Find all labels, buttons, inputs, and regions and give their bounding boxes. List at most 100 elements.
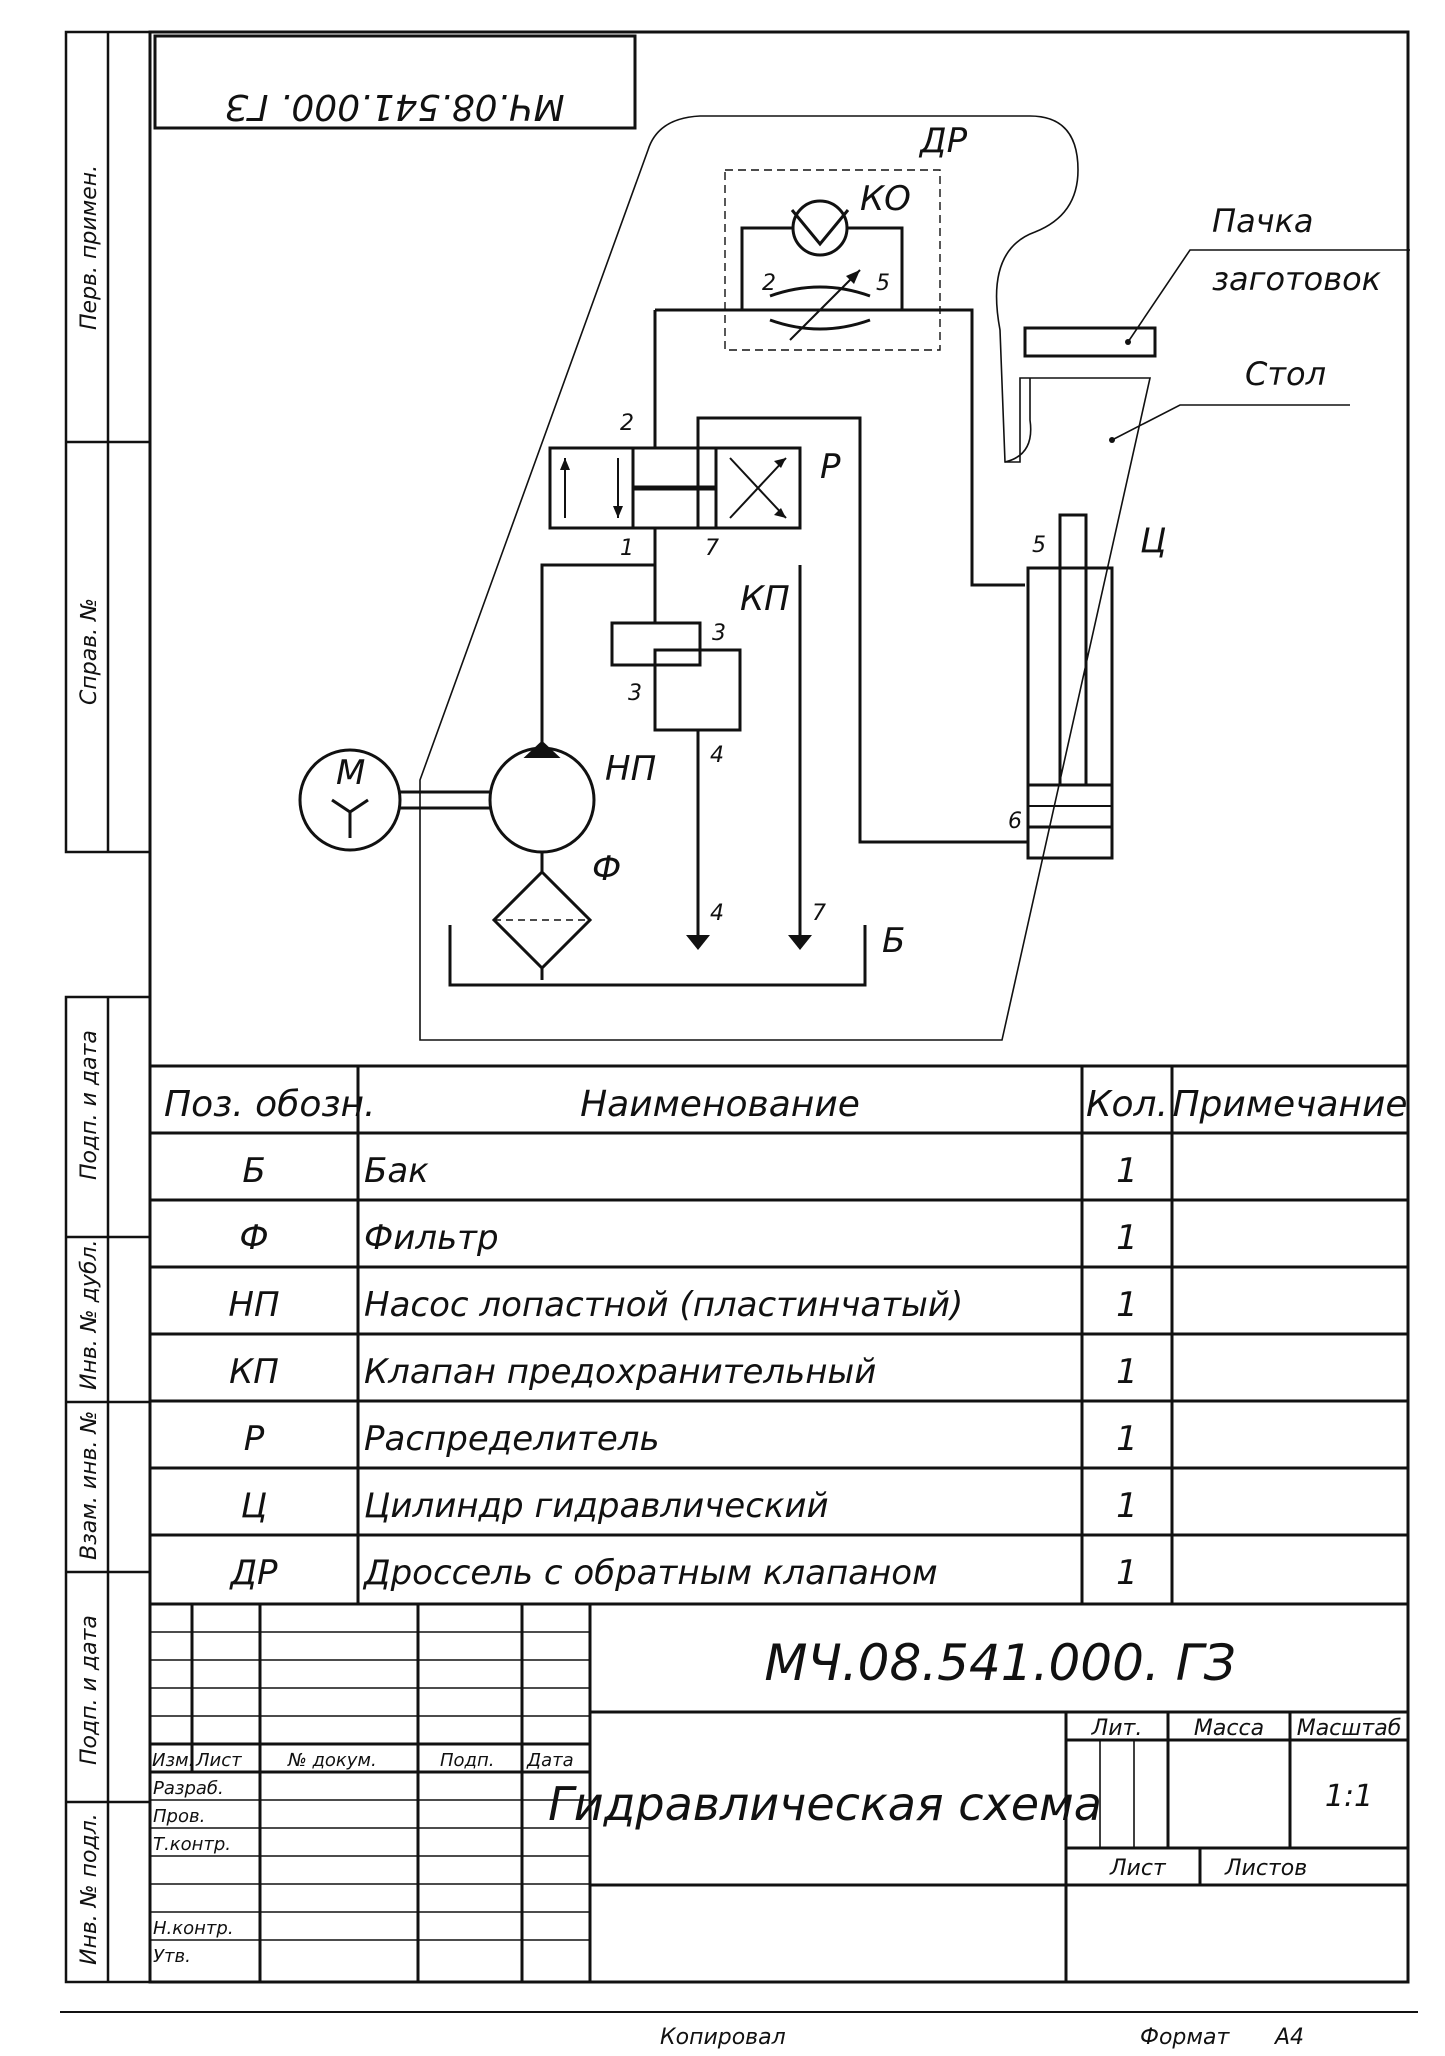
table-row: Б Бак 1 xyxy=(242,1151,1137,1191)
cylinder-body xyxy=(1026,566,1114,860)
role-tkontr: Т.контр. xyxy=(153,1834,231,1855)
leader-stol xyxy=(1111,404,1350,441)
row-pos: Б xyxy=(242,1151,265,1191)
row-name: Дроссель с обратным клапаном xyxy=(362,1553,938,1593)
port-label: 3 xyxy=(628,681,642,706)
row-pos: ДР xyxy=(228,1553,278,1593)
machine-outline xyxy=(419,115,1151,1041)
port-label: 5 xyxy=(876,271,890,296)
header-name: Наименование xyxy=(580,1084,860,1125)
role-prov: Пров. xyxy=(153,1806,205,1827)
col-list: Лист xyxy=(195,1750,242,1771)
label-pack-2: заготовок xyxy=(1212,260,1382,298)
port-label: 2 xyxy=(620,411,634,436)
workpiece-stack xyxy=(1023,326,1157,358)
header-pos: Поз. обозн. xyxy=(164,1084,376,1125)
table-row: Р Распределитель 1 xyxy=(244,1419,1138,1459)
label-ko: КО xyxy=(860,179,911,219)
check-valve-ball xyxy=(791,199,849,257)
title-block-title: Гидравлическая схема xyxy=(548,1777,1102,1831)
title-block: МЧ.08.541.000. ГЗ Гидравлическая схема И… xyxy=(152,1634,1401,1967)
pump-direction-triangle xyxy=(523,740,561,758)
table-row: Ц Цилиндр гидравлический 1 xyxy=(241,1486,1138,1526)
port-label: 5 xyxy=(1032,533,1046,558)
row-name: Фильтр xyxy=(364,1218,499,1258)
pump-np xyxy=(488,746,596,854)
leader-pack xyxy=(1127,249,1410,343)
header-qty: Кол. xyxy=(1086,1084,1168,1125)
spec-table: Поз. обозн. Наименование Кол. Примечание… xyxy=(164,1084,1408,1593)
row-qty: 1 xyxy=(1116,1352,1138,1392)
col-podp: Подп. xyxy=(440,1750,494,1771)
table-row: Ф Фильтр 1 xyxy=(239,1218,1137,1258)
footer: Копировал Формат А4 xyxy=(660,2025,1304,2050)
throttle-curve-top xyxy=(769,285,871,298)
format-value: А4 xyxy=(1273,2025,1304,2050)
port-label: 1 xyxy=(620,536,634,561)
row-name: Клапан предохранительный xyxy=(364,1352,876,1392)
role-razrab: Разраб. xyxy=(153,1778,224,1799)
table-notch xyxy=(1004,378,1032,463)
row-qty: 1 xyxy=(1116,1553,1138,1593)
row-name: Насос лопастной (пластинчатый) xyxy=(364,1285,963,1325)
port-label: 7 xyxy=(812,901,826,926)
label-np: НП xyxy=(605,749,656,789)
table-row: КП Клапан предохранительный 1 xyxy=(229,1352,1138,1392)
side-label-inv-podl: Инв. № подл. xyxy=(77,1813,102,1965)
spec-table-grid xyxy=(150,1064,1408,1606)
row-pos: Ц xyxy=(241,1486,267,1526)
port-label: 6 xyxy=(1008,809,1022,834)
list-label: Лист xyxy=(1109,1856,1167,1881)
lit-label: Лит. xyxy=(1091,1716,1143,1741)
row-pos: Р xyxy=(244,1419,265,1459)
row-qty: 1 xyxy=(1116,1419,1138,1459)
distributor-p xyxy=(548,446,802,530)
row-name: Распределитель xyxy=(364,1419,660,1459)
scale-value: 1:1 xyxy=(1325,1779,1373,1814)
diagram-labels: ДР КО Р КП НП М Ф Б Ц Пачка заготовок Ст… xyxy=(336,121,1382,961)
row-name: Бак xyxy=(364,1151,429,1191)
line-dr-to-cylinder xyxy=(655,308,1025,587)
throttle-arrow-head xyxy=(846,270,860,284)
sheet-frame xyxy=(60,30,1418,2013)
massa-label: Масса xyxy=(1194,1716,1264,1741)
label-dr: ДР xyxy=(918,121,968,161)
table-row: ДР Дроссель с обратным клапаном 1 xyxy=(228,1553,1137,1593)
side-label-perv-primen: Перв. примен. xyxy=(77,165,102,330)
label-b: Б xyxy=(882,921,905,961)
top-stamp-code: МЧ.08.541.000. ГЗ xyxy=(225,86,564,127)
table-row: НП Насос лопастной (пластинчатый) 1 xyxy=(228,1285,1137,1325)
label-stol: Стол xyxy=(1245,355,1326,393)
port-label: 3 xyxy=(712,621,726,646)
line-pressure xyxy=(540,528,657,755)
hydraulic-diagram xyxy=(298,115,1410,1041)
port-label: 4 xyxy=(710,901,724,926)
side-labels: Перв. примен. Справ. № Подп. и дата Инв.… xyxy=(77,165,102,1965)
role-nkontr: Н.контр. xyxy=(153,1918,234,1939)
check-valve-housing-r xyxy=(847,226,904,310)
side-label-sprav-no: Справ. № xyxy=(77,598,102,705)
label-pack-1: Пачка xyxy=(1212,202,1314,240)
role-utv: Утв. xyxy=(153,1946,191,1967)
title-block-code: МЧ.08.541.000. ГЗ xyxy=(764,1634,1235,1692)
side-label-podp-data-2: Подп. и дата xyxy=(77,1615,102,1765)
line-cylinder-rod xyxy=(696,416,1028,844)
cylinder-rod xyxy=(1058,513,1088,787)
throttle-box xyxy=(724,169,941,351)
label-m: М xyxy=(336,753,365,793)
row-pos: Ф xyxy=(239,1218,268,1258)
tank-b xyxy=(448,925,867,987)
row-pos: НП xyxy=(228,1285,279,1325)
check-valve-seat xyxy=(790,209,850,247)
header-note: Примечание xyxy=(1172,1084,1407,1125)
kopiroval: Копировал xyxy=(660,2025,786,2050)
throttle-adjust-arrow xyxy=(789,269,861,341)
port-label: 7 xyxy=(705,536,719,561)
port-labels: 2 5 2 1 7 3 3 4 4 7 5 6 xyxy=(620,271,1046,926)
label-c: Ц xyxy=(1140,521,1166,561)
throttle-curve-bottom xyxy=(769,318,871,331)
format-label: Формат xyxy=(1140,2025,1230,2050)
row-qty: 1 xyxy=(1116,1285,1138,1325)
row-qty: 1 xyxy=(1116,1151,1138,1191)
